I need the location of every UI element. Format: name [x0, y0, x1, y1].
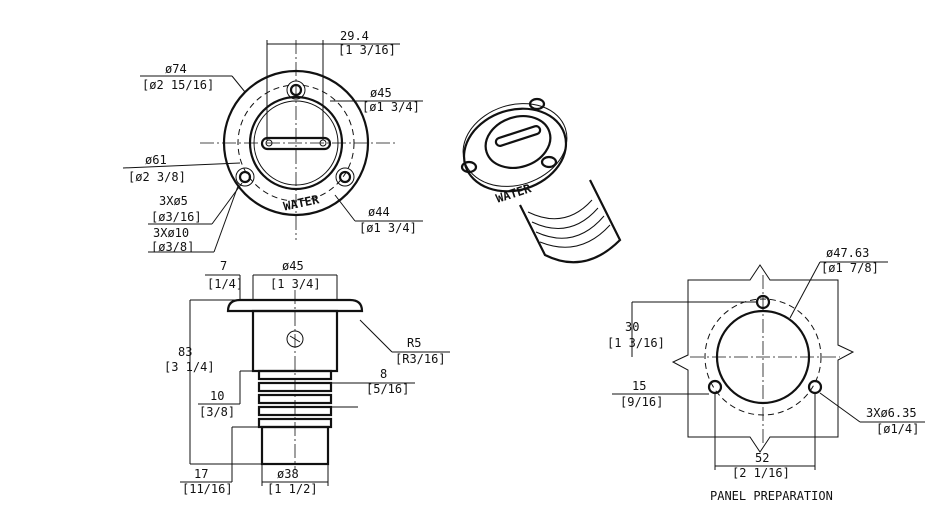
panel-preparation: ø47.63 [ø1 7/8] 30 [1 3/16] 15 [9/16] 3X…: [607, 246, 925, 503]
dim-7: 7: [220, 259, 227, 273]
dim-top-dia45: ø45: [282, 259, 304, 273]
dim-83: 83: [178, 345, 192, 359]
dim-17-in: [11/16]: [182, 482, 233, 496]
dim-top-dia45-in: [1 3/4]: [270, 277, 321, 291]
dim-r5-in: [R3/16]: [395, 352, 446, 366]
dim-10: 10: [210, 389, 224, 403]
dim-3xdia6-35: 3Xø6.35: [866, 406, 917, 420]
dim-dia61: ø61: [145, 153, 167, 167]
dim-dia38: ø38: [277, 467, 299, 481]
dim-dia74: ø74: [165, 62, 187, 76]
dim-dia45: ø45: [370, 86, 392, 100]
dim-10-in: [3/8]: [199, 405, 235, 419]
dim-dia74-in: [ø2 15/16]: [142, 78, 214, 92]
dim-dia61-in: [ø2 3/8]: [128, 170, 186, 184]
side-view: 83 [3 1/4] 7 [1/4] ø45 [1 3/4] R5 [R3/16…: [164, 259, 450, 496]
dim-29-4-in: [1 3/16]: [338, 43, 396, 57]
dim-15-in: [9/16]: [620, 395, 663, 409]
dim-30-in: [1 3/16]: [607, 336, 665, 350]
dim-3xdia5-in: [ø3/16]: [151, 210, 202, 224]
dim-3xdia10: 3Xø10: [153, 226, 189, 240]
dim-3xdia6-35-in: [ø1/4]: [876, 422, 919, 436]
dim-17: 17: [194, 467, 208, 481]
dim-15: 15: [632, 379, 646, 393]
dim-3xdia10-in: [ø3/8]: [151, 240, 194, 254]
dim-30: 30: [625, 320, 639, 334]
dim-7-in: [1/4]: [207, 277, 243, 291]
dim-8-in: [5/16]: [366, 382, 409, 396]
iso-cap-text: WATER: [494, 181, 533, 206]
cap-text: WATER: [282, 192, 321, 213]
dim-dia47-63-in: [ø1 7/8]: [821, 261, 879, 275]
dim-8: 8: [380, 367, 387, 381]
dim-dia44: ø44: [368, 205, 390, 219]
panel-caption: PANEL PREPARATION: [710, 489, 833, 503]
dim-dia38-in: [1 1/2]: [267, 482, 318, 496]
dim-52: 52: [755, 451, 769, 465]
dim-dia45-in: [ø1 3/4]: [362, 100, 420, 114]
dim-83-in: [3 1/4]: [164, 360, 215, 374]
dim-r5: R5: [407, 336, 421, 350]
front-view: WATER 29.4 [1 3/16] ø74 [ø2 15/16] ø45 […: [122, 29, 423, 254]
dim-3xdia5: 3Xø5: [159, 194, 188, 208]
dim-29-4: 29.4: [340, 29, 369, 43]
dim-52-in: [2 1/16]: [732, 466, 790, 480]
dim-dia44-in: [ø1 3/4]: [359, 221, 417, 235]
dim-dia47-63: ø47.63: [826, 246, 869, 260]
isometric-view: WATER: [460, 97, 622, 264]
